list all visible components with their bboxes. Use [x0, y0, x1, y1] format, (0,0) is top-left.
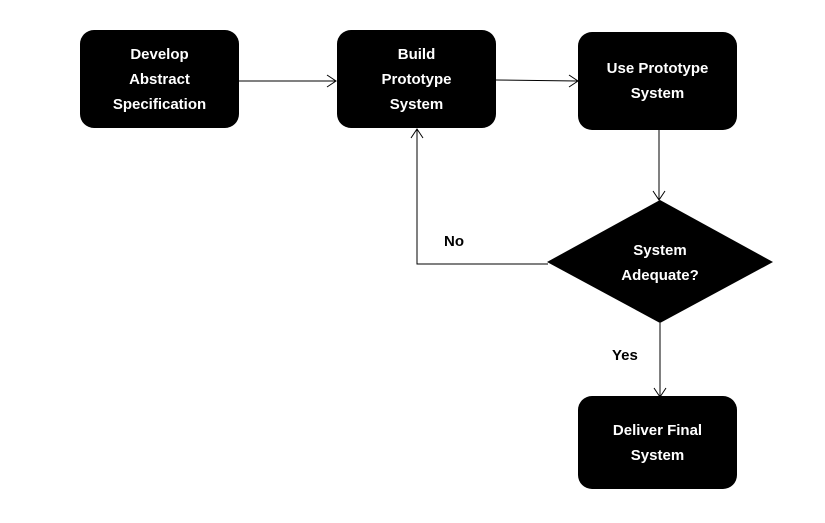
- node-deliver-final-system: Deliver Final System: [578, 396, 737, 489]
- node-use-prototype-system: Use Prototype System: [578, 32, 737, 130]
- decision-system-adequate-label: System Adequate?: [621, 242, 699, 284]
- arrowhead-develop-to-build: [326, 74, 337, 88]
- arrowhead-use-to-decision: [652, 190, 666, 201]
- node-develop-abstract-specification: Develop Abstract Specification: [80, 30, 239, 128]
- arrow-build-to-use: [495, 79, 578, 82]
- edge-label-no: No: [444, 233, 464, 250]
- decision-diamond: [547, 200, 773, 323]
- node-build-prototype-system: Build Prototype System: [337, 30, 496, 128]
- arrowhead-decision-to-build-no: [410, 128, 424, 139]
- arrow-decision-to-build-no: [416, 130, 548, 265]
- edge-label-yes: Yes: [612, 347, 638, 364]
